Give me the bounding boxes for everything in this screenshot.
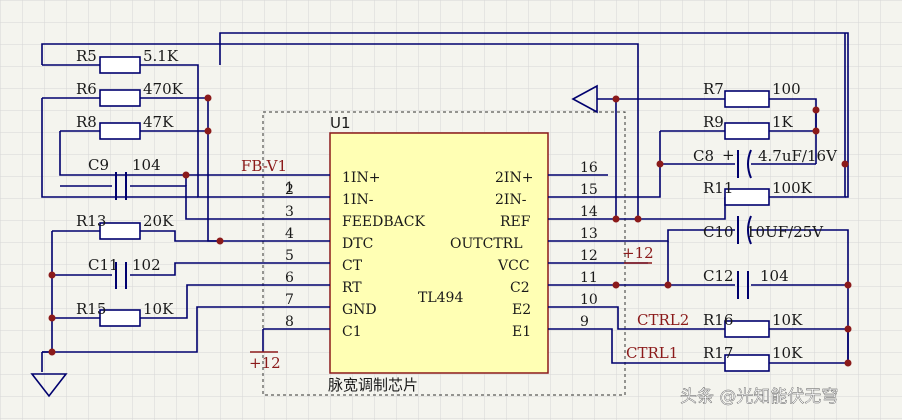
pin-name: C1 [342,324,362,340]
net-label-fb: FB-V1 [241,157,287,175]
pin-number: 3 [285,204,294,220]
part-value: 10K [143,300,174,318]
pin-number: 10 [580,292,598,308]
chip-ref: U1 [330,114,351,132]
part-ref: C12 [703,267,734,285]
cap-plus-sign: + [722,146,735,164]
chip-desc: 脉宽调制芯片 [328,376,418,394]
resistors-left[interactable] [99,56,141,327]
part-ref: C8 [693,147,714,165]
pin-name: 2IN+ [495,170,533,186]
part-ref: C9 [88,156,109,174]
pin-name: 1IN- [342,192,374,208]
net-label-ctrl1: CTRL1 [626,344,678,362]
pin-number: 13 [580,226,598,242]
part-value: 100 [772,80,801,98]
left-component-labels: R5 5.1K R6 470K R8 47K C9 104 R13 20K C1… [76,47,184,318]
pin-name: 2IN- [495,192,527,208]
part-ref: R9 [703,113,724,131]
pin-name: GND [342,302,377,318]
pin-name: OUTCTRL [450,236,523,252]
part-value: 1K [772,113,794,131]
part-ref: R16 [703,311,733,329]
net-label-ctrl2: CTRL2 [637,311,689,329]
resistors-right[interactable] [724,90,770,372]
part-value: 470K [143,80,184,98]
part-ref: R13 [76,212,106,230]
pin-number: 9 [580,314,589,330]
pin-number: 5 [285,248,294,264]
part-ref: R15 [76,300,106,318]
left-pin-labels: 1 1IN+ 2 1IN- 3 FEEDBACK 4 DTC 5 CT 6 RT… [285,170,425,340]
part-ref: R17 [703,344,733,362]
chip-part: TL494 [418,290,463,306]
capacitors-left[interactable] [115,172,127,289]
part-value: 4.7uF/16V [758,147,838,165]
part-value: 102 [132,256,161,274]
part-value: 104 [132,156,161,174]
pin-number: 14 [580,204,598,220]
part-value: 104 [760,267,789,285]
part-ref: C11 [88,256,119,274]
pin-number: 16 [580,160,598,176]
pin-number: 15 [580,182,598,198]
part-value: 10UF/25V [746,223,824,241]
right-component-labels: R7 100 R9 1K C8 + 4.7uF/16V R11 100K C10… [693,80,838,362]
pin-number: 4 [285,226,294,242]
pin-name: C2 [510,280,530,296]
part-value: 10K [772,344,803,362]
pin-name: REF [500,214,531,230]
part-ref: R6 [76,80,97,98]
pin-name: RT [342,280,362,296]
net-label-vcc-bottom: +12 [249,354,281,372]
pin-number: 2 [285,182,294,198]
net-label-vcc-top: +12 [622,244,654,262]
pin-number: 7 [285,292,294,308]
pin-number: 12 [580,248,598,264]
part-ref: C10 [703,223,734,241]
part-value: 10K [772,311,803,329]
part-value: 20K [143,212,174,230]
pin-name: FEEDBACK [342,214,425,230]
part-ref: R11 [703,179,733,197]
pin-number: 6 [285,270,294,286]
part-value: 5.1K [143,47,179,65]
chip-body[interactable] [329,132,549,374]
pin-name: VCC [497,258,530,274]
signal-arrow-icon [571,84,598,114]
part-ref: R7 [703,80,724,98]
pin-number: 1 [285,180,294,196]
right-pin-labels: 16 2IN+ 15 2IN- 14 REF 13 OUTCTRL 12 VCC… [450,160,598,340]
pin-number: 8 [285,314,294,330]
wires [41,32,849,372]
capacitors-right[interactable] [737,149,752,299]
watermark: 头条 @光知能伏无穹 [680,387,838,407]
part-ref: R5 [76,47,97,65]
pin-number: 11 [580,270,598,286]
junctions [48,94,852,367]
pin-name: E2 [512,302,531,318]
pin-name: DTC [342,236,373,252]
part-ref: R8 [76,113,97,131]
part-value: 100K [772,179,813,197]
pin-name: E1 [512,324,531,340]
ground-icon [30,373,68,398]
part-value: 47K [143,113,174,131]
pin-name: CT [342,258,363,274]
component-boundary [262,111,626,396]
pin-name: 1IN+ [342,170,380,186]
